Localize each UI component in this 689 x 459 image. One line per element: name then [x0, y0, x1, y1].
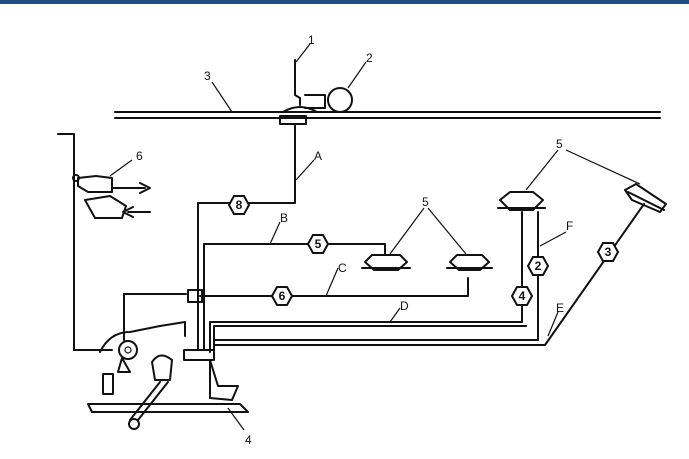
vacuum-diaphragm-icon: [624, 183, 667, 213]
hose-e: [214, 203, 645, 346]
callout-2: 2: [366, 51, 373, 65]
hose-number-badge: 5: [306, 234, 330, 254]
hose-letter-a: A: [314, 149, 322, 163]
hose-number-badge: 8: [227, 195, 251, 215]
control-panel-icon: [57, 133, 249, 430]
hose-number-d: 4: [519, 289, 526, 303]
leader-lines: [109, 43, 641, 431]
hose-number-badge: 3: [596, 242, 620, 262]
hose-letter-f: F: [566, 219, 573, 233]
callout-5-mid: 5: [422, 195, 429, 209]
callout-1: 1: [308, 33, 315, 47]
hose-number-badge: 2: [526, 256, 550, 276]
hose-number-f: 2: [535, 259, 542, 273]
callout-3: 3: [204, 69, 211, 83]
hose-letter-c: C: [338, 261, 347, 275]
hose-c: [199, 277, 469, 297]
hose-number-e: 3: [605, 245, 612, 259]
hose-number-badge: 4: [510, 286, 534, 306]
hose-a: [197, 124, 296, 351]
callout-4: 4: [245, 433, 252, 447]
hose-letter-b: B: [280, 211, 288, 225]
hose-number-c: 6: [279, 289, 286, 303]
hose-d: [209, 211, 527, 353]
hose-f: [214, 211, 539, 341]
hose-number-b: 5: [315, 237, 322, 251]
vacuum-diaphragm-icon: [446, 254, 493, 271]
vacuum-source-icon: [279, 59, 353, 125]
hose-letter-d: D: [400, 299, 409, 313]
callout-5-top: 5: [556, 137, 563, 151]
hose-letter-e: E: [556, 301, 564, 315]
hose-number-badge: 6: [270, 286, 294, 306]
callout-6: 6: [136, 149, 143, 163]
vacuum-diaphragm-icon: [361, 254, 411, 271]
header-bar: [0, 0, 689, 4]
vacuum-diaphragm-icon: [497, 191, 546, 211]
intake-manifold: [114, 111, 661, 119]
water-valve-icon: [72, 174, 151, 219]
hose-number-a: 8: [236, 198, 243, 212]
